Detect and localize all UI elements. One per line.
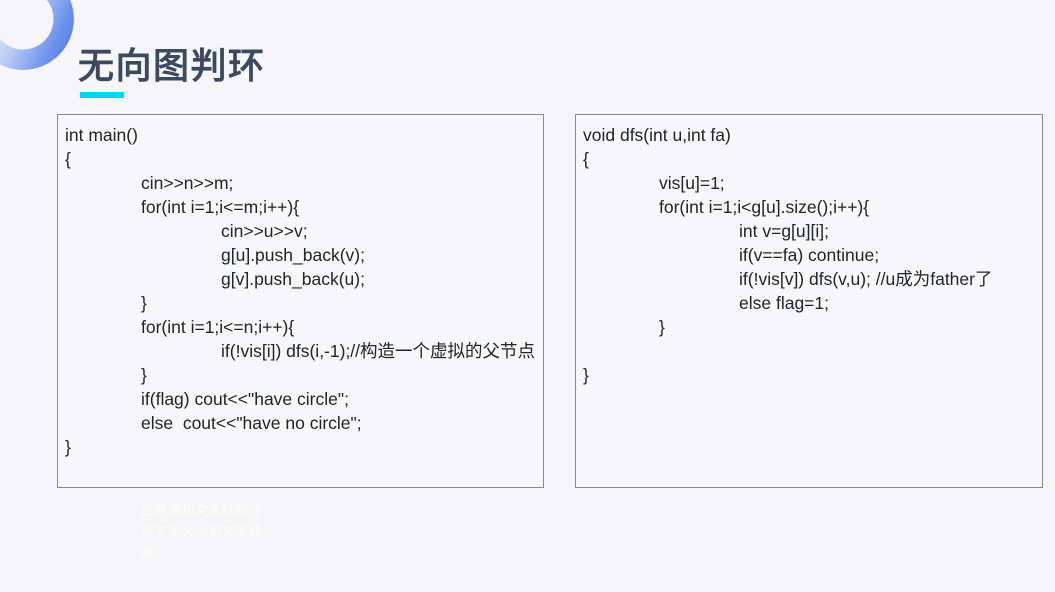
code-line: if(!vis[v]) dfs(v,u); //u成为father了 — [583, 267, 1038, 291]
page-title: 无向图判环 — [78, 46, 266, 86]
code-line-text: } — [583, 365, 589, 385]
code-line: void dfs(int u,int fa) — [583, 123, 1038, 147]
code-line-text: g[u].push_back(v); — [221, 245, 365, 265]
code-line: else flag=1; — [583, 291, 1038, 315]
code-line-text: { — [65, 149, 71, 169]
code-line: } — [583, 315, 1038, 339]
code-line: } — [65, 435, 539, 459]
code-line-text: cin>>u>>v; — [221, 221, 308, 241]
code-panel-dfs: void dfs(int u,int fa) { vis[u]=1; for(int … — [575, 114, 1043, 488]
code-line: for(int i=1;i<=n;i++){ — [65, 315, 539, 339]
code-line: cin>>u>>v; — [65, 219, 539, 243]
code-line-text: int v=g[u][i]; — [739, 221, 829, 241]
code-line-text: } — [659, 317, 665, 337]
code-line: { — [583, 147, 1038, 171]
code-line: if(!vis[i]) dfs(i,-1);//构造一个虚拟的父节点 — [65, 339, 539, 363]
title-accent-underline — [80, 92, 124, 98]
watermark-placeholder-text: 此处添加文本标题注意文字大小和文字段落 — [141, 503, 263, 560]
code-line: { — [65, 147, 539, 171]
gradient-ring-icon — [0, 0, 74, 70]
code-line-text: for(int i=1;i<g[u].size();i++){ — [659, 197, 870, 217]
code-panel-dfs-body: void dfs(int u,int fa) { vis[u]=1; for(int … — [576, 115, 1042, 387]
code-line-text: cin>>n>>m; — [141, 173, 234, 193]
code-line-text: } — [141, 365, 147, 385]
code-line: int v=g[u][i]; — [583, 219, 1038, 243]
code-line: g[u].push_back(v); — [65, 243, 539, 267]
code-line: int main() — [65, 123, 539, 147]
code-line-text: for(int i=1;i<=m;i++){ — [141, 197, 300, 217]
code-panel-main: int main() { cin>>n>>m; for(int i=1;i<=m;i+… — [57, 114, 544, 488]
code-line-text: int main() — [65, 125, 138, 145]
code-line: vis[u]=1; — [583, 171, 1038, 195]
code-line-text: for(int i=1;i<=n;i++){ — [141, 317, 295, 337]
code-line-text: else flag=1; — [739, 293, 829, 313]
code-panel-main-body: int main() { cin>>n>>m; for(int i=1;i<=m;i+… — [58, 115, 543, 459]
code-line-text: if(flag) cout<<"have circle"; — [141, 389, 349, 409]
code-line-text: vis[u]=1; — [659, 173, 725, 193]
code-line-text: else cout<<"have no circle"; — [141, 413, 362, 433]
code-line-text: g[v].push_back(u); — [221, 269, 365, 289]
code-line-text: if(!vis[i]) dfs(i,-1);//构造一个虚拟的父节点 — [221, 341, 536, 361]
code-line-text: } — [65, 437, 71, 457]
code-line: g[v].push_back(u); — [65, 267, 539, 291]
code-line-text: { — [583, 149, 589, 169]
code-line: if(flag) cout<<"have circle"; — [65, 387, 539, 411]
code-line: } — [583, 363, 1038, 387]
page-title-block: 无向图判环 — [78, 44, 266, 98]
code-line: if(v==fa) continue; — [583, 243, 1038, 267]
code-line — [583, 339, 1038, 363]
code-line-text: if(v==fa) continue; — [739, 245, 880, 265]
code-line-text: } — [141, 293, 147, 313]
code-line: for(int i=1;i<g[u].size();i++){ — [583, 195, 1038, 219]
code-line: } — [65, 291, 539, 315]
code-line: } — [65, 363, 539, 387]
code-line-text: void dfs(int u,int fa) — [583, 125, 731, 145]
code-line: else cout<<"have no circle"; — [65, 411, 539, 435]
code-line: cin>>n>>m; — [65, 171, 539, 195]
code-line-text: if(!vis[v]) dfs(v,u); //u成为father了 — [739, 269, 993, 289]
code-line: for(int i=1;i<=m;i++){ — [65, 195, 539, 219]
